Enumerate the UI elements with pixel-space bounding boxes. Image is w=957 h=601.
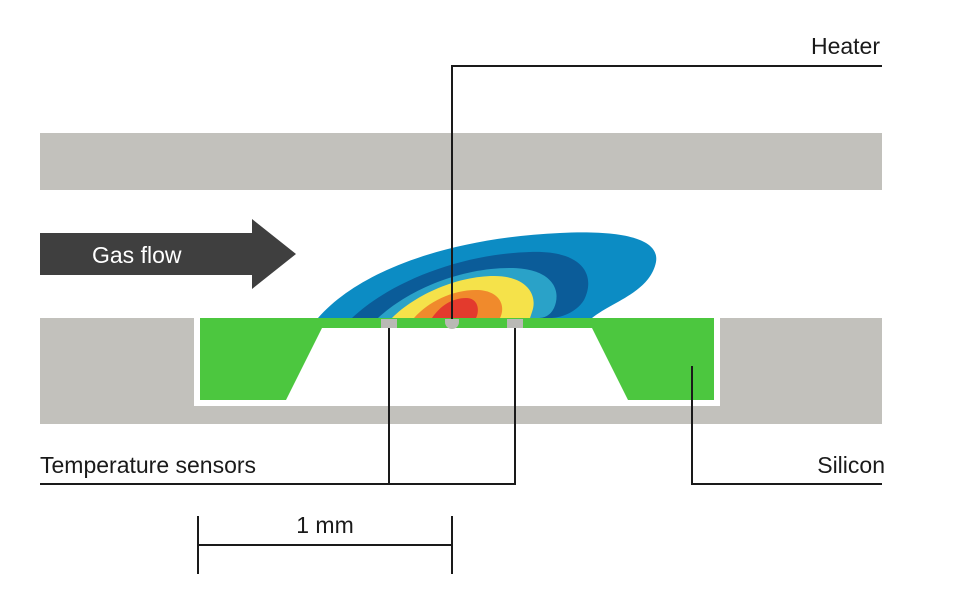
gas-flow-arrow	[40, 219, 296, 289]
gas-flow-label: Gas flow	[92, 242, 182, 268]
heater-callout-line	[451, 65, 882, 319]
temperature-field	[318, 232, 657, 318]
sensor-callout-line-2	[389, 328, 516, 485]
silicon-callout-line	[691, 366, 882, 485]
scale-bar: 1 mm	[197, 512, 453, 574]
temperature-sensors-label: Temperature sensors	[40, 452, 256, 478]
heater-label: Heater	[811, 33, 880, 59]
temperature-sensor-upstream	[381, 319, 397, 328]
scale-bar-label: 1 mm	[296, 512, 354, 538]
silicon-chip	[200, 318, 714, 400]
upper-channel-wall	[40, 133, 882, 190]
temperature-sensor-downstream	[507, 319, 523, 328]
heater-element	[445, 319, 459, 329]
heat-zone-6	[432, 298, 478, 318]
silicon-label: Silicon	[817, 452, 885, 478]
